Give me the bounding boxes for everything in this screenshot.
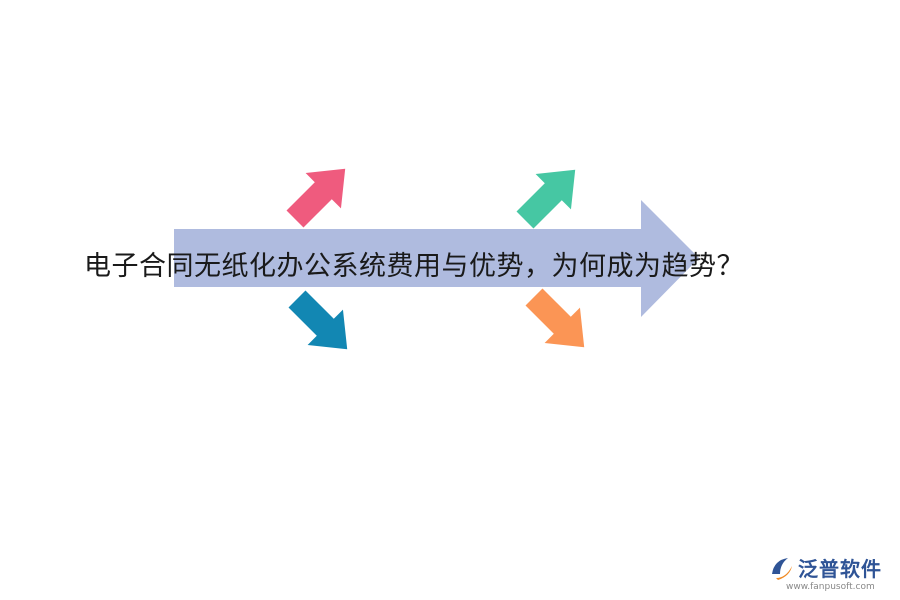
diagram-title: 电子合同无纸化办公系统费用与优势，为何成为趋势？: [84, 251, 744, 282]
arrow-up-right-teal: [516, 169, 576, 229]
arrow-down-right-orange: [525, 288, 585, 348]
logo-url: www.fanpusoft.com: [786, 582, 875, 592]
logo-name: 泛普软件: [798, 557, 882, 581]
main-arrow: [174, 200, 699, 317]
arrow-up-right-pink: [286, 168, 346, 228]
logo-mark-icon: [772, 558, 792, 580]
fanpusoft-logo: 泛普软件 www.fanpusoft.com: [768, 552, 894, 596]
arrow-down-right-blue: [288, 290, 348, 350]
